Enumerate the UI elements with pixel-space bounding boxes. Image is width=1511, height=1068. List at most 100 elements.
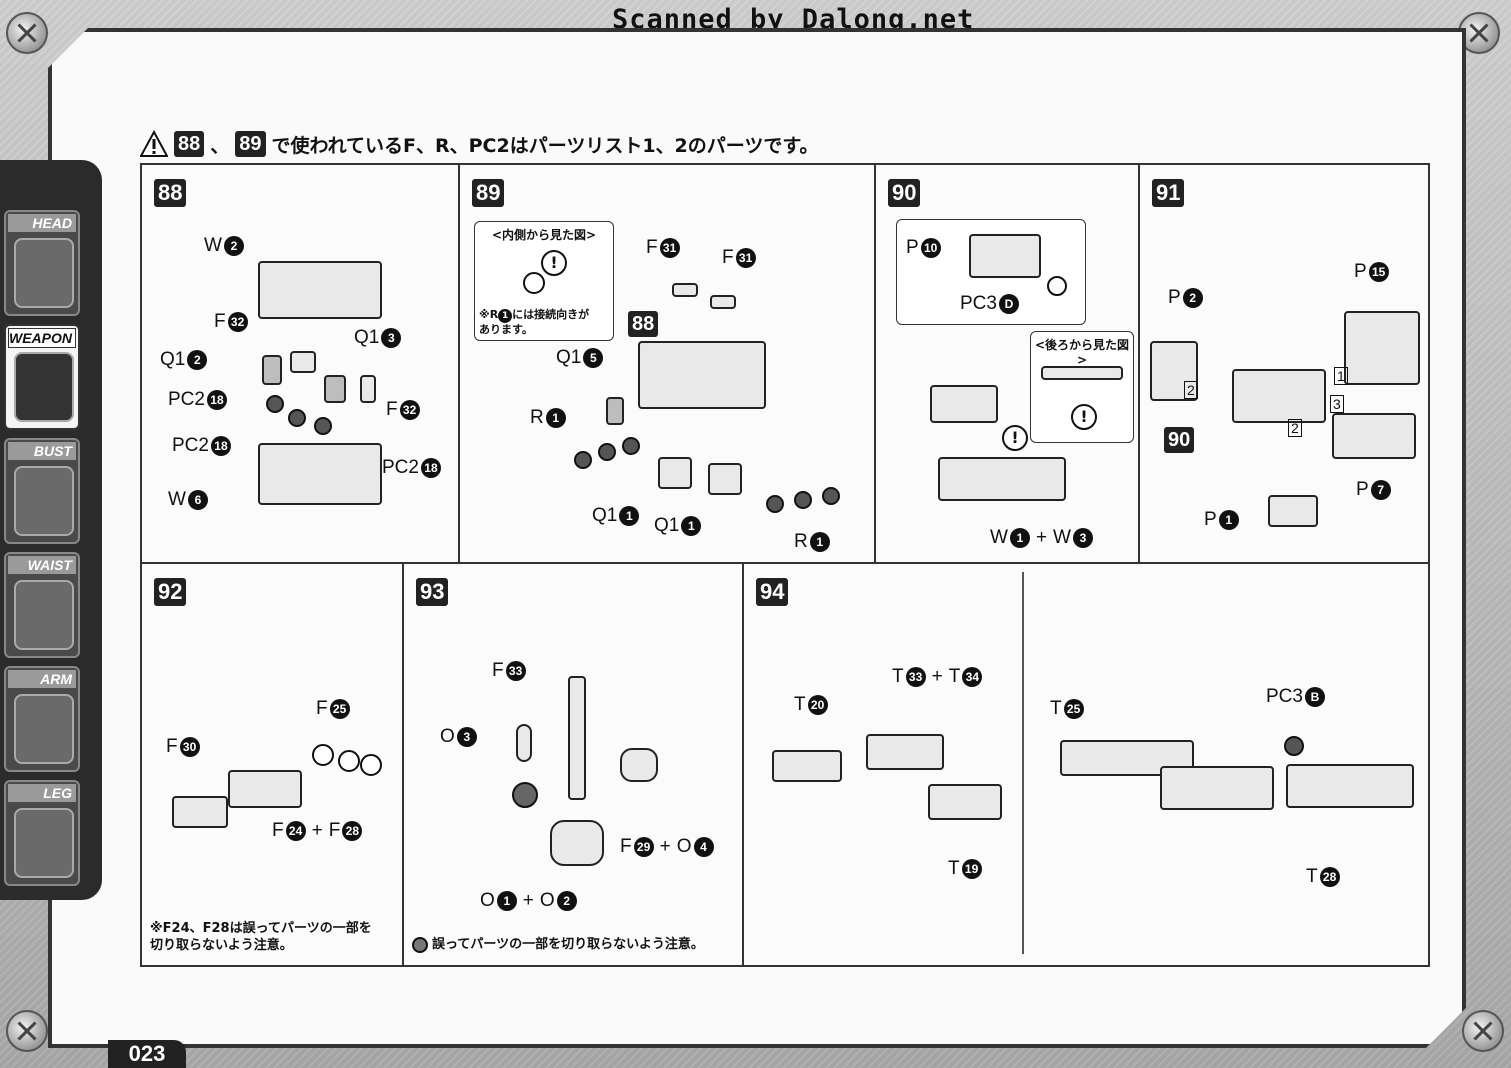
sidebar-tab-head[interactable]: HEAD bbox=[4, 210, 80, 316]
step-number: 89 bbox=[472, 179, 505, 207]
poly-ring bbox=[794, 491, 812, 509]
polycap-part bbox=[314, 417, 332, 435]
part-upper-shell bbox=[638, 341, 766, 409]
part-back-view bbox=[1041, 366, 1123, 380]
step-number: 93 bbox=[416, 578, 449, 606]
arm-part-icon bbox=[14, 694, 74, 764]
polycap-part bbox=[288, 409, 306, 427]
step-badge: 89 bbox=[235, 131, 266, 157]
step-number: 90 bbox=[888, 179, 921, 207]
polycap-part bbox=[1047, 276, 1067, 296]
tab-label: HEAD bbox=[8, 214, 76, 232]
sidebar-tab-leg[interactable]: LEG bbox=[4, 780, 80, 886]
tab-label: BUST bbox=[8, 442, 76, 460]
caution-note: 誤ってパーツの一部を切り取らないよう注意。 bbox=[412, 936, 704, 953]
part-panel bbox=[290, 351, 316, 373]
exclamation-icon: ! bbox=[1071, 404, 1097, 430]
step-number: 88 bbox=[154, 179, 187, 207]
sidebar-tab-weapon[interactable]: WEAPON bbox=[4, 324, 80, 430]
part-t28 bbox=[1286, 764, 1414, 808]
part-f29 bbox=[620, 748, 658, 782]
part-p2 bbox=[1150, 341, 1198, 401]
back-view-inset: <後ろから見た図> ! bbox=[1030, 331, 1134, 443]
part-upper-body bbox=[930, 385, 998, 423]
order-number: 1 bbox=[1334, 367, 1348, 385]
part-f31 bbox=[710, 295, 736, 309]
order-number: 2 bbox=[1184, 381, 1198, 399]
part-f25 bbox=[338, 750, 360, 772]
part-t19 bbox=[928, 784, 1002, 820]
part-f31 bbox=[672, 283, 698, 297]
sidebar-tab-arm[interactable]: ARM bbox=[4, 666, 80, 772]
part-barrel-assembly bbox=[1160, 766, 1274, 810]
head-part-icon bbox=[14, 238, 74, 308]
part-p7 bbox=[1332, 413, 1416, 459]
poly-ring bbox=[622, 437, 640, 455]
part-t20 bbox=[772, 750, 842, 782]
part-lower-frame bbox=[258, 443, 382, 505]
exclamation-icon: ! bbox=[1002, 425, 1028, 451]
part-upper-shell bbox=[258, 261, 382, 319]
part-p10 bbox=[969, 234, 1041, 278]
leg-part-icon bbox=[14, 808, 74, 878]
tab-label: ARM bbox=[8, 670, 76, 688]
part-o3 bbox=[516, 724, 532, 762]
order-number: 2 bbox=[1288, 419, 1302, 437]
step-badge: 88 bbox=[174, 131, 205, 157]
step-number: 94 bbox=[756, 578, 789, 606]
inset-title: <後ろから見た図> bbox=[1034, 338, 1130, 367]
step-number: 91 bbox=[1152, 179, 1185, 207]
tab-label: WAIST bbox=[8, 556, 76, 574]
category-sidebar: HEAD WEAPON BUST WAIST ARM LEG bbox=[0, 160, 102, 900]
sidebar-tab-bust[interactable]: BUST bbox=[4, 438, 80, 544]
page-number: 023 bbox=[108, 1040, 186, 1068]
part-panel bbox=[324, 375, 346, 403]
poly-ring bbox=[598, 443, 616, 461]
tab-label: WEAPON bbox=[8, 328, 76, 348]
part-q1-1 bbox=[658, 457, 692, 489]
part-panel bbox=[360, 375, 376, 403]
sub-step-badge: 90 bbox=[1164, 427, 1195, 453]
poly-ring bbox=[822, 487, 840, 505]
caution-icon bbox=[412, 936, 428, 953]
sub-step-badge: 88 bbox=[628, 311, 659, 337]
sidebar-tab-waist[interactable]: WAIST bbox=[4, 552, 80, 658]
bust-part-icon bbox=[14, 466, 74, 536]
part-f25 bbox=[312, 744, 334, 766]
warning-triangle-icon bbox=[140, 130, 168, 157]
poly-ring bbox=[574, 451, 592, 469]
